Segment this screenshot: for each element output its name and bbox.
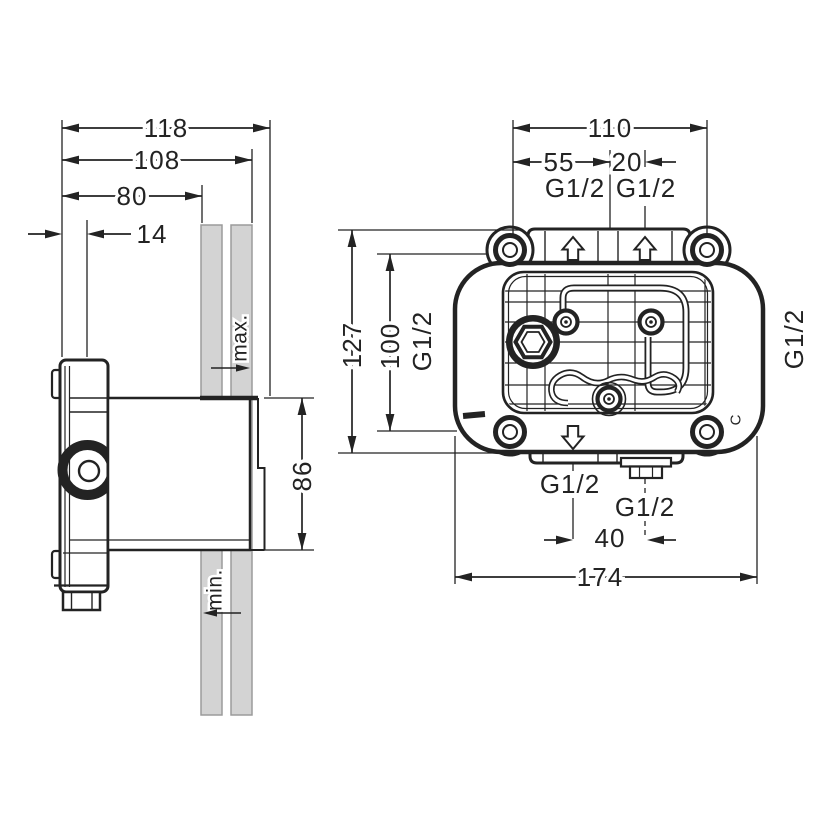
dim-108: 108 <box>134 145 180 175</box>
label-max: max. <box>229 314 252 362</box>
side-dimensions: 118 108 80 14 86 <box>28 110 321 550</box>
port-bottom-left: G1/2 <box>540 469 600 499</box>
inlet-arrow-right <box>632 235 658 261</box>
body-notch <box>462 411 486 419</box>
front-extension-lines <box>338 120 758 584</box>
max-arrow <box>236 364 250 372</box>
dim-20: 20 <box>612 147 643 177</box>
screws <box>552 308 665 413</box>
dim-127: 127 <box>337 322 367 368</box>
valve-body-side <box>50 358 266 612</box>
dim-80: 80 <box>117 181 148 211</box>
side-view: max. min. 118 108 <box>28 110 321 716</box>
mounting-holes <box>493 233 724 449</box>
front-dimensions: 110 55 20 G1/2 G1/2 127 100 G1/2 G1/2 G1… <box>334 110 813 596</box>
port-side-right: G1/2 <box>779 309 809 369</box>
bottom-outlet-fitting <box>619 456 673 480</box>
bottom-hex-stub <box>61 590 102 612</box>
outlet-arrow-down <box>560 425 586 451</box>
dim-14: 14 <box>137 219 168 249</box>
dim-118: 118 <box>144 113 188 143</box>
outlet-port-center <box>77 459 101 483</box>
flow-arrows <box>560 235 658 451</box>
depth-markers: max. min. <box>201 312 254 617</box>
dim-100: 100 <box>375 323 405 369</box>
min-arrow <box>203 609 217 617</box>
dim-55: 55 <box>544 147 575 177</box>
port-top-right: G1/2 <box>616 173 676 203</box>
top-flange <box>526 227 692 268</box>
dim-174: 174 <box>577 562 623 592</box>
dim-110: 110 <box>588 113 632 143</box>
in-wall-box <box>106 396 252 552</box>
mold-mark: C <box>728 414 745 425</box>
port-top-left: G1/2 <box>545 173 605 203</box>
port-bottom-right: G1/2 <box>615 492 675 522</box>
function-block: C <box>501 235 745 480</box>
hex-plug <box>506 315 560 369</box>
side-extension-lines <box>61 120 314 551</box>
dim-86: 86 <box>287 461 317 492</box>
inlet-arrow-left <box>560 235 586 261</box>
gasket-channels <box>548 284 690 407</box>
front-view: C 110 55 <box>334 110 813 596</box>
label-min: min. <box>204 569 227 611</box>
box-step-plate <box>257 398 266 550</box>
dim-40: 40 <box>595 523 626 553</box>
port-side-left: G1/2 <box>407 311 437 371</box>
